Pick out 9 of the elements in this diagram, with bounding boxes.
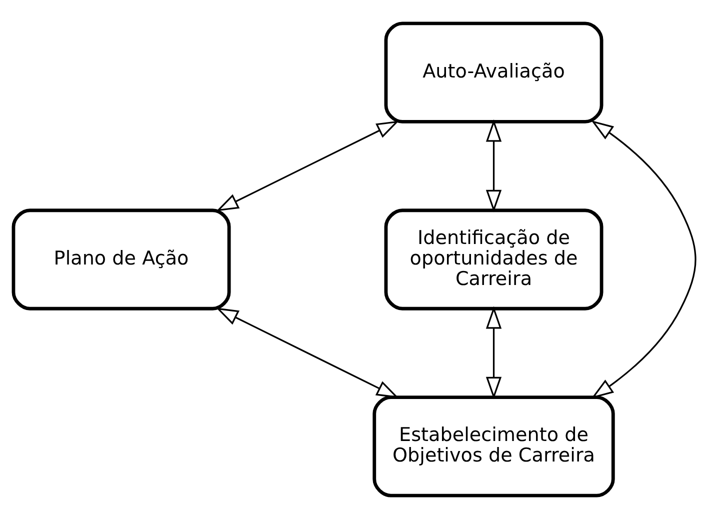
node-box: Estabelecimento de Objetivos de Carreira xyxy=(372,396,615,498)
node-box: Auto-Avaliação xyxy=(384,22,604,124)
arrow xyxy=(216,120,400,212)
arrow xyxy=(486,306,502,400)
arrow xyxy=(216,308,399,398)
node-box: Plano de Ação xyxy=(12,208,231,310)
node-box: Identificação de oportunidades de Carreira xyxy=(384,208,604,310)
arrow xyxy=(591,120,696,399)
arrow xyxy=(486,119,502,212)
